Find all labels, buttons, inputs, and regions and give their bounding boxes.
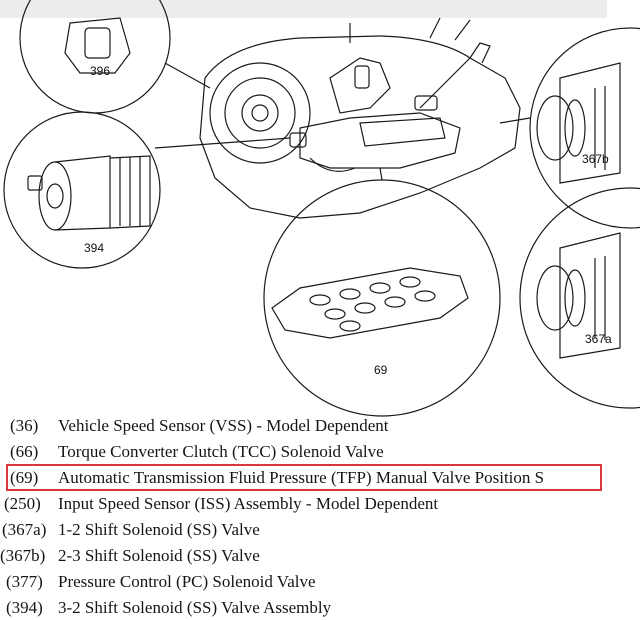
transmission-body [199, 17, 521, 219]
callout-394-detail [3, 111, 291, 269]
legend-code: (250) [4, 494, 41, 513]
callout-367a-detail [519, 187, 640, 409]
legend-code: (367a) [2, 520, 47, 539]
legend-row: (36) Vehicle Speed Sensor (VSS) - Model … [0, 414, 640, 438]
legend-row: (250) Input Speed Sensor (ISS) Assembly … [0, 492, 640, 516]
legend-description: Vehicle Speed Sensor (VSS) - Model Depen… [58, 416, 389, 435]
callout-label-367b: 367b [582, 152, 609, 166]
callout-367b-detail [499, 27, 640, 229]
legend-description: Pressure Control (PC) Solenoid Valve [58, 572, 316, 591]
legend-row: (394) 3-2 Shift Solenoid (SS) Valve Asse… [0, 596, 640, 620]
component-legend: (36) Vehicle Speed Sensor (VSS) - Model … [0, 412, 607, 617]
legend-row: (66) Torque Converter Clutch (TCC) Solen… [0, 440, 640, 464]
legend-description: Torque Converter Clutch (TCC) Solenoid V… [58, 442, 384, 461]
legend-code: (377) [6, 572, 43, 591]
legend-description: Input Speed Sensor (ISS) Assembly - Mode… [58, 494, 439, 513]
callout-label-367a: 367a [585, 332, 612, 346]
top-margin-band [0, 0, 607, 18]
legend-description: 3-2 Shift Solenoid (SS) Valve Assembly [58, 598, 332, 617]
legend-code: (36) [10, 416, 39, 435]
legend-code: (66) [10, 442, 39, 461]
legend-row-highlighted: (69) Automatic Transmission Fluid Pressu… [0, 466, 640, 490]
transmission-exploded-diagram: 396 394 69 367b 367a [3, 0, 640, 417]
callout-label-69: 69 [374, 363, 388, 377]
callout-69-detail [263, 167, 501, 417]
callout-label-396: 396 [90, 64, 110, 78]
legend-row: (367b) 2-3 Shift Solenoid (SS) Valve [0, 544, 640, 568]
legend-description: 1-2 Shift Solenoid (SS) Valve [58, 520, 260, 539]
legend-row: (377) Pressure Control (PC) Solenoid Val… [0, 570, 640, 594]
legend-description: Automatic Transmission Fluid Pressure (T… [58, 468, 545, 487]
legend-row: (367a) 1-2 Shift Solenoid (SS) Valve [0, 518, 640, 542]
legend-code: (394) [6, 598, 43, 617]
callout-label-394: 394 [84, 241, 104, 255]
legend-description: 2-3 Shift Solenoid (SS) Valve [58, 546, 260, 565]
legend-code: (367b) [0, 546, 46, 565]
highlight-box [6, 464, 602, 491]
legend-code: (69) [10, 468, 39, 487]
